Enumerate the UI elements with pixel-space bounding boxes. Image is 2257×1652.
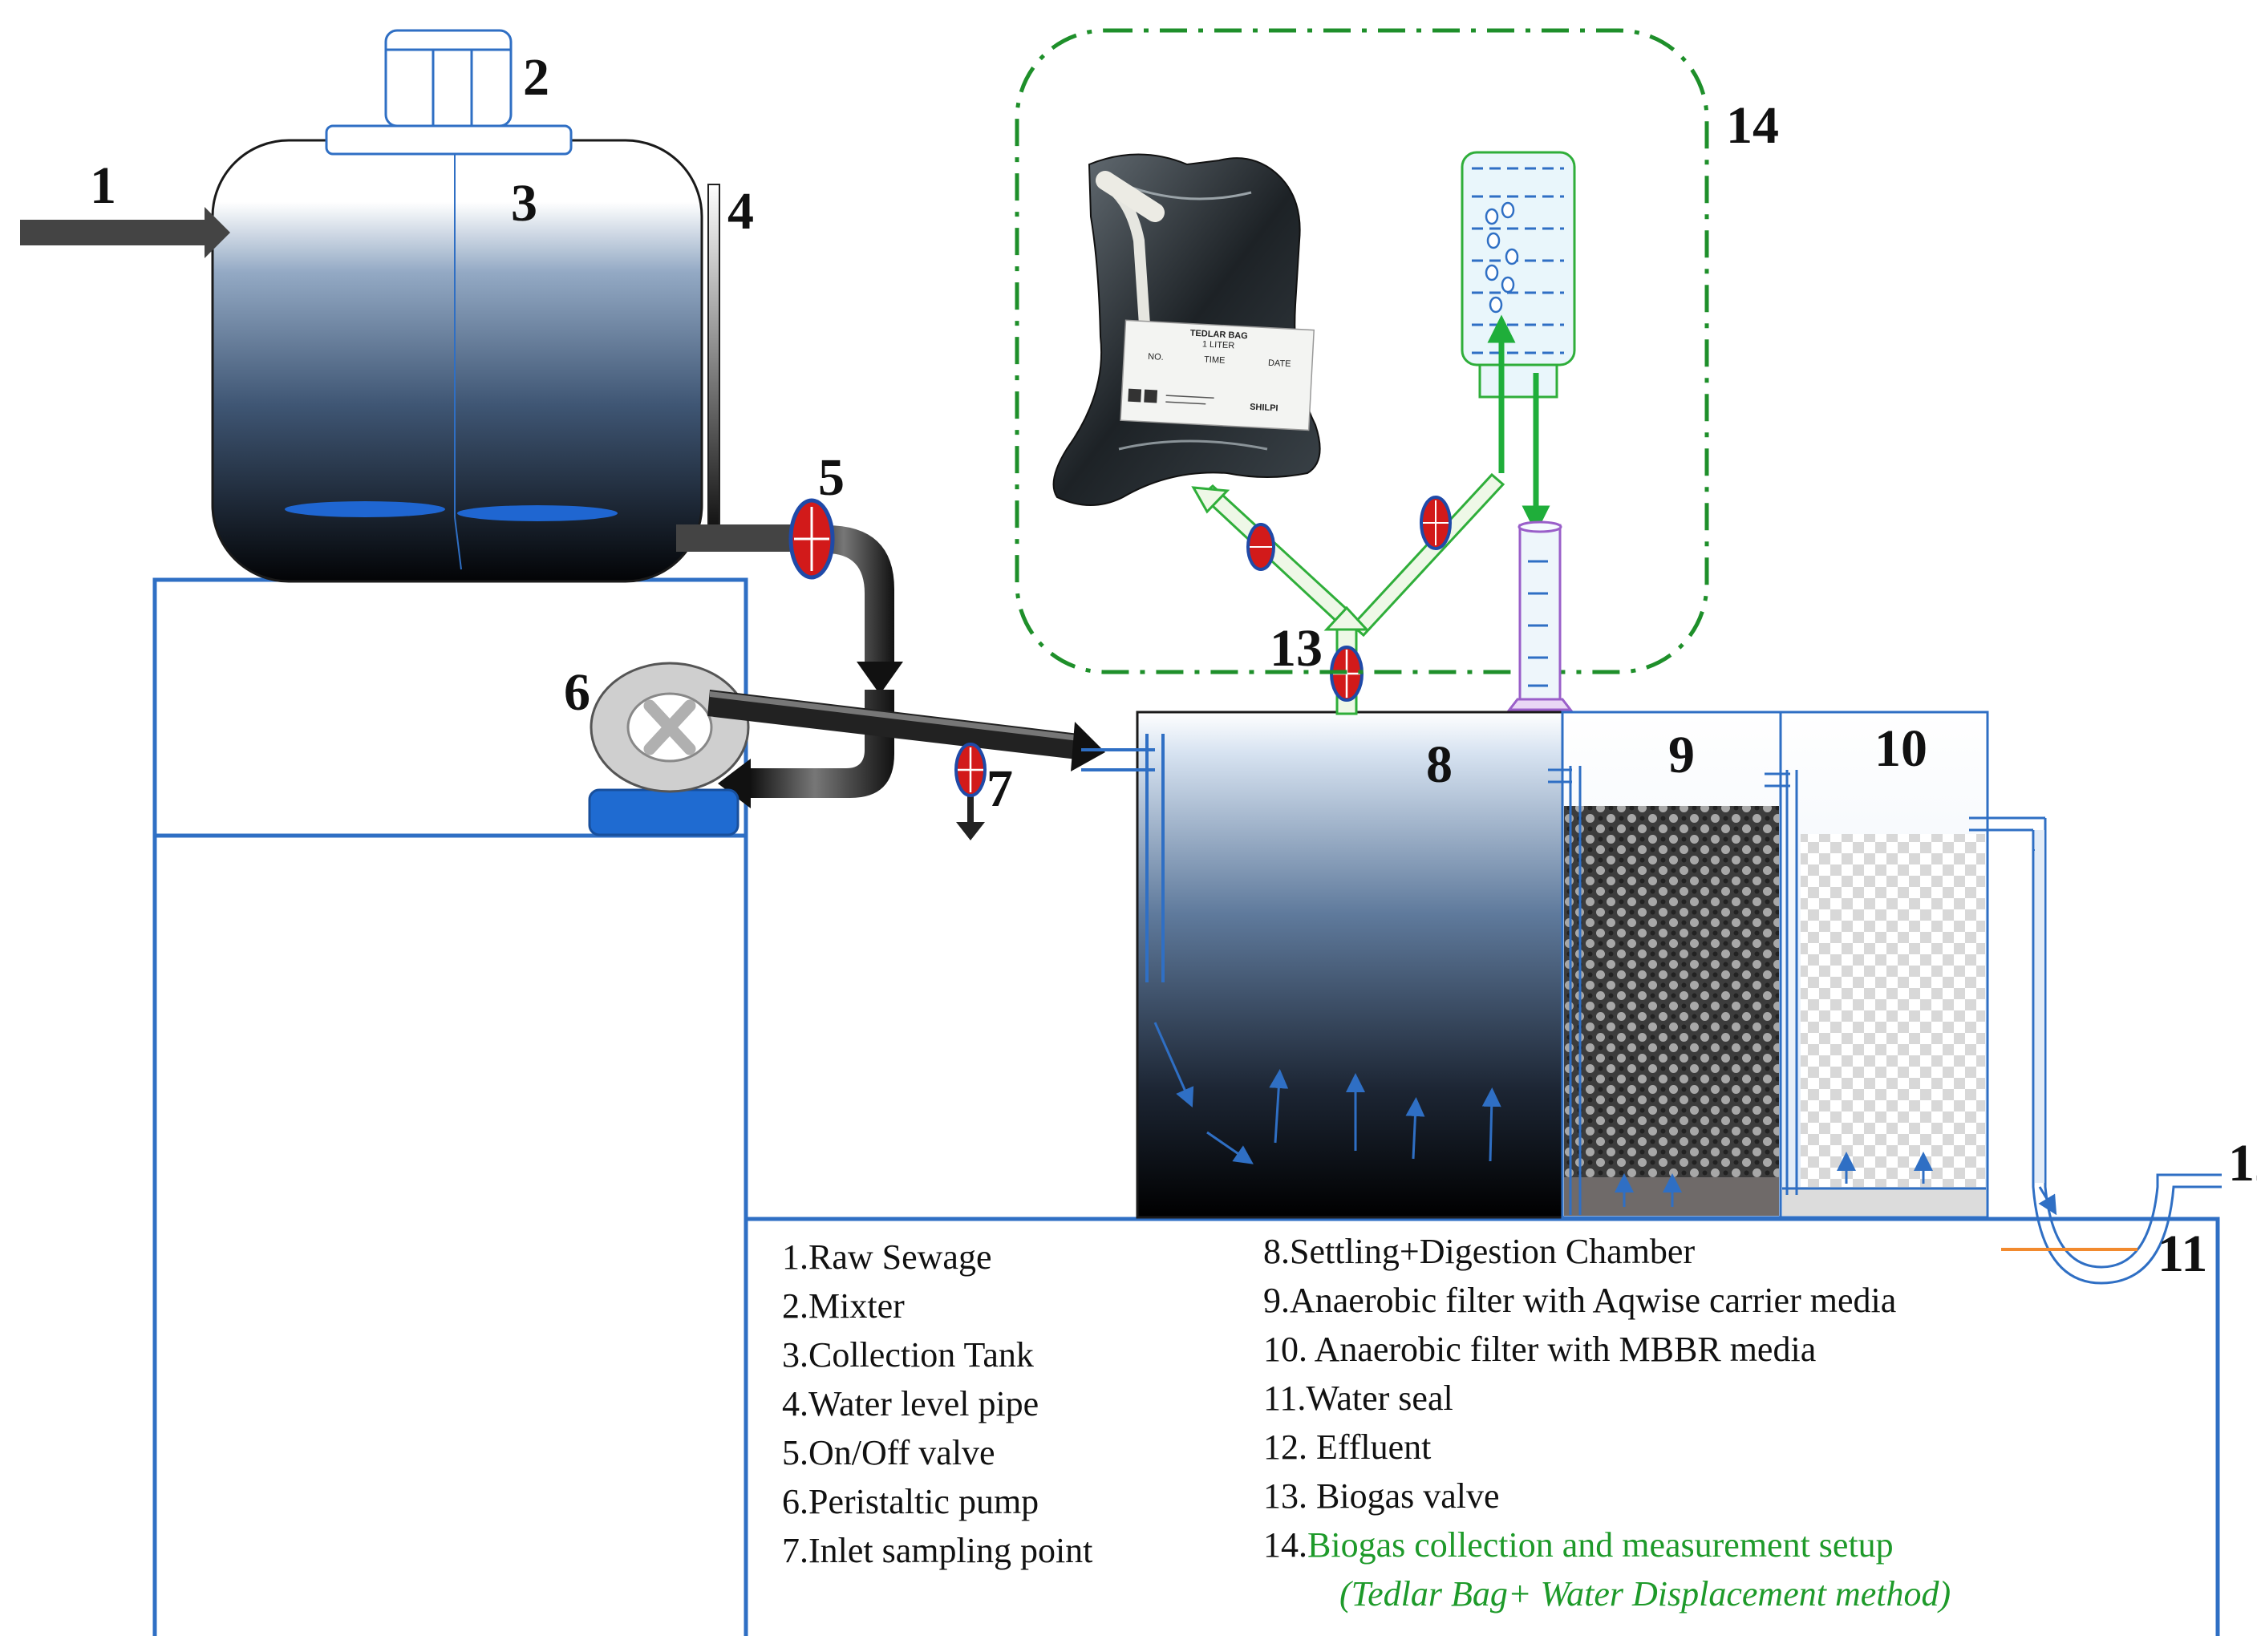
label-raw-sewage: 1 xyxy=(90,156,116,215)
legend-item: 2.Mixter xyxy=(782,1286,905,1326)
anaerobic-filter-mbbr xyxy=(1765,711,1989,1219)
label-sampling-point: 7 xyxy=(987,759,1013,818)
legend-14-prefix: 14. xyxy=(1263,1525,1307,1565)
feed-pipe xyxy=(707,690,1105,840)
water-displacement-bottle xyxy=(1461,151,1576,534)
tedlar-label-col3: DATE xyxy=(1268,358,1291,369)
graduated-cylinder xyxy=(1506,520,1574,711)
label-effluent: 12 xyxy=(2228,1134,2257,1192)
branch-valve-left xyxy=(1246,523,1275,571)
label-pump: 6 xyxy=(564,663,590,722)
legend-item: 3.Collection Tank xyxy=(782,1335,1034,1375)
legend-item: 10. Anaerobic filter with MBBR media xyxy=(1263,1330,1816,1369)
collection-tank xyxy=(211,128,703,583)
on-off-valve xyxy=(788,498,835,580)
label-chamber-9: 9 xyxy=(1668,726,1695,784)
legend-right: 8.Settling+Digestion Chamber 9.Anaerobic… xyxy=(1263,1232,1951,1614)
legend-item: 11.Water seal xyxy=(1263,1379,1453,1418)
label-on-off-valve: 5 xyxy=(818,448,845,507)
tedlar-label-col1: NO. xyxy=(1148,352,1164,362)
water-seal-arrow xyxy=(2038,1186,2057,1216)
anaerobic-filter-aqwise xyxy=(1548,711,1782,1219)
legend-14-text: Biogas collection and measurement setup xyxy=(1307,1525,1894,1565)
legend-item: 4.Water level pipe xyxy=(782,1384,1039,1423)
label-biogas-setup: 14 xyxy=(1726,96,1779,155)
label-chamber-8: 8 xyxy=(1426,735,1453,794)
tedlar-label-col2: TIME xyxy=(1204,355,1226,366)
branch-valve-right xyxy=(1420,496,1452,550)
legend-item: 5.On/Off valve xyxy=(782,1433,995,1472)
legend-item: 12. Effluent xyxy=(1263,1427,1431,1467)
mixer xyxy=(325,29,573,156)
tedlar-label-sub: 1 LITER xyxy=(1202,339,1235,350)
outlet-pipe xyxy=(676,524,903,808)
legend-14-sub: (Tedlar Bag+ Water Displacement method) xyxy=(1339,1574,1951,1614)
water-level-pipe xyxy=(707,184,720,530)
tedlar-bag: TEDLAR BAG 1 LITER NO. TIME DATE SHILPI xyxy=(1052,153,1321,506)
label-mixer: 2 xyxy=(523,48,549,107)
label-biogas-valve: 13 xyxy=(1270,619,1323,678)
label-collection-tank: 3 xyxy=(511,174,537,233)
settling-digestion-chamber xyxy=(1081,711,1564,1219)
legend-item: 8.Settling+Digestion Chamber xyxy=(1263,1232,1695,1271)
label-chamber-10: 10 xyxy=(1874,719,1927,778)
tedlar-label-brand: SHILPI xyxy=(1250,403,1278,414)
legend-item-14: 14.Biogas collection and measurement set… xyxy=(1263,1525,1894,1565)
label-water-level-pipe: 4 xyxy=(727,182,754,241)
legend-item: 6.Peristaltic pump xyxy=(782,1482,1039,1521)
inlet-sampling-valve xyxy=(954,743,987,797)
legend-left: 1.Raw Sewage 2.Mixter 3.Collection Tank … xyxy=(782,1237,1092,1570)
legend-item: 9.Anaerobic filter with Aqwise carrier m… xyxy=(1263,1281,1896,1320)
effluent-pipe-fill xyxy=(2035,830,2044,1183)
legend-item: 13. Biogas valve xyxy=(1263,1476,1500,1516)
peristaltic-pump xyxy=(588,662,750,836)
effluent-line xyxy=(1969,816,2222,1285)
raw-sewage-arrow xyxy=(20,207,230,258)
legend-item: 1.Raw Sewage xyxy=(782,1237,992,1277)
tedlar-label-title: TEDLAR BAG xyxy=(1189,329,1248,342)
label-water-seal: 11 xyxy=(2158,1225,2207,1283)
biogas-setup-enclosure xyxy=(1015,28,1709,674)
legend-item: 7.Inlet sampling point xyxy=(782,1531,1092,1570)
